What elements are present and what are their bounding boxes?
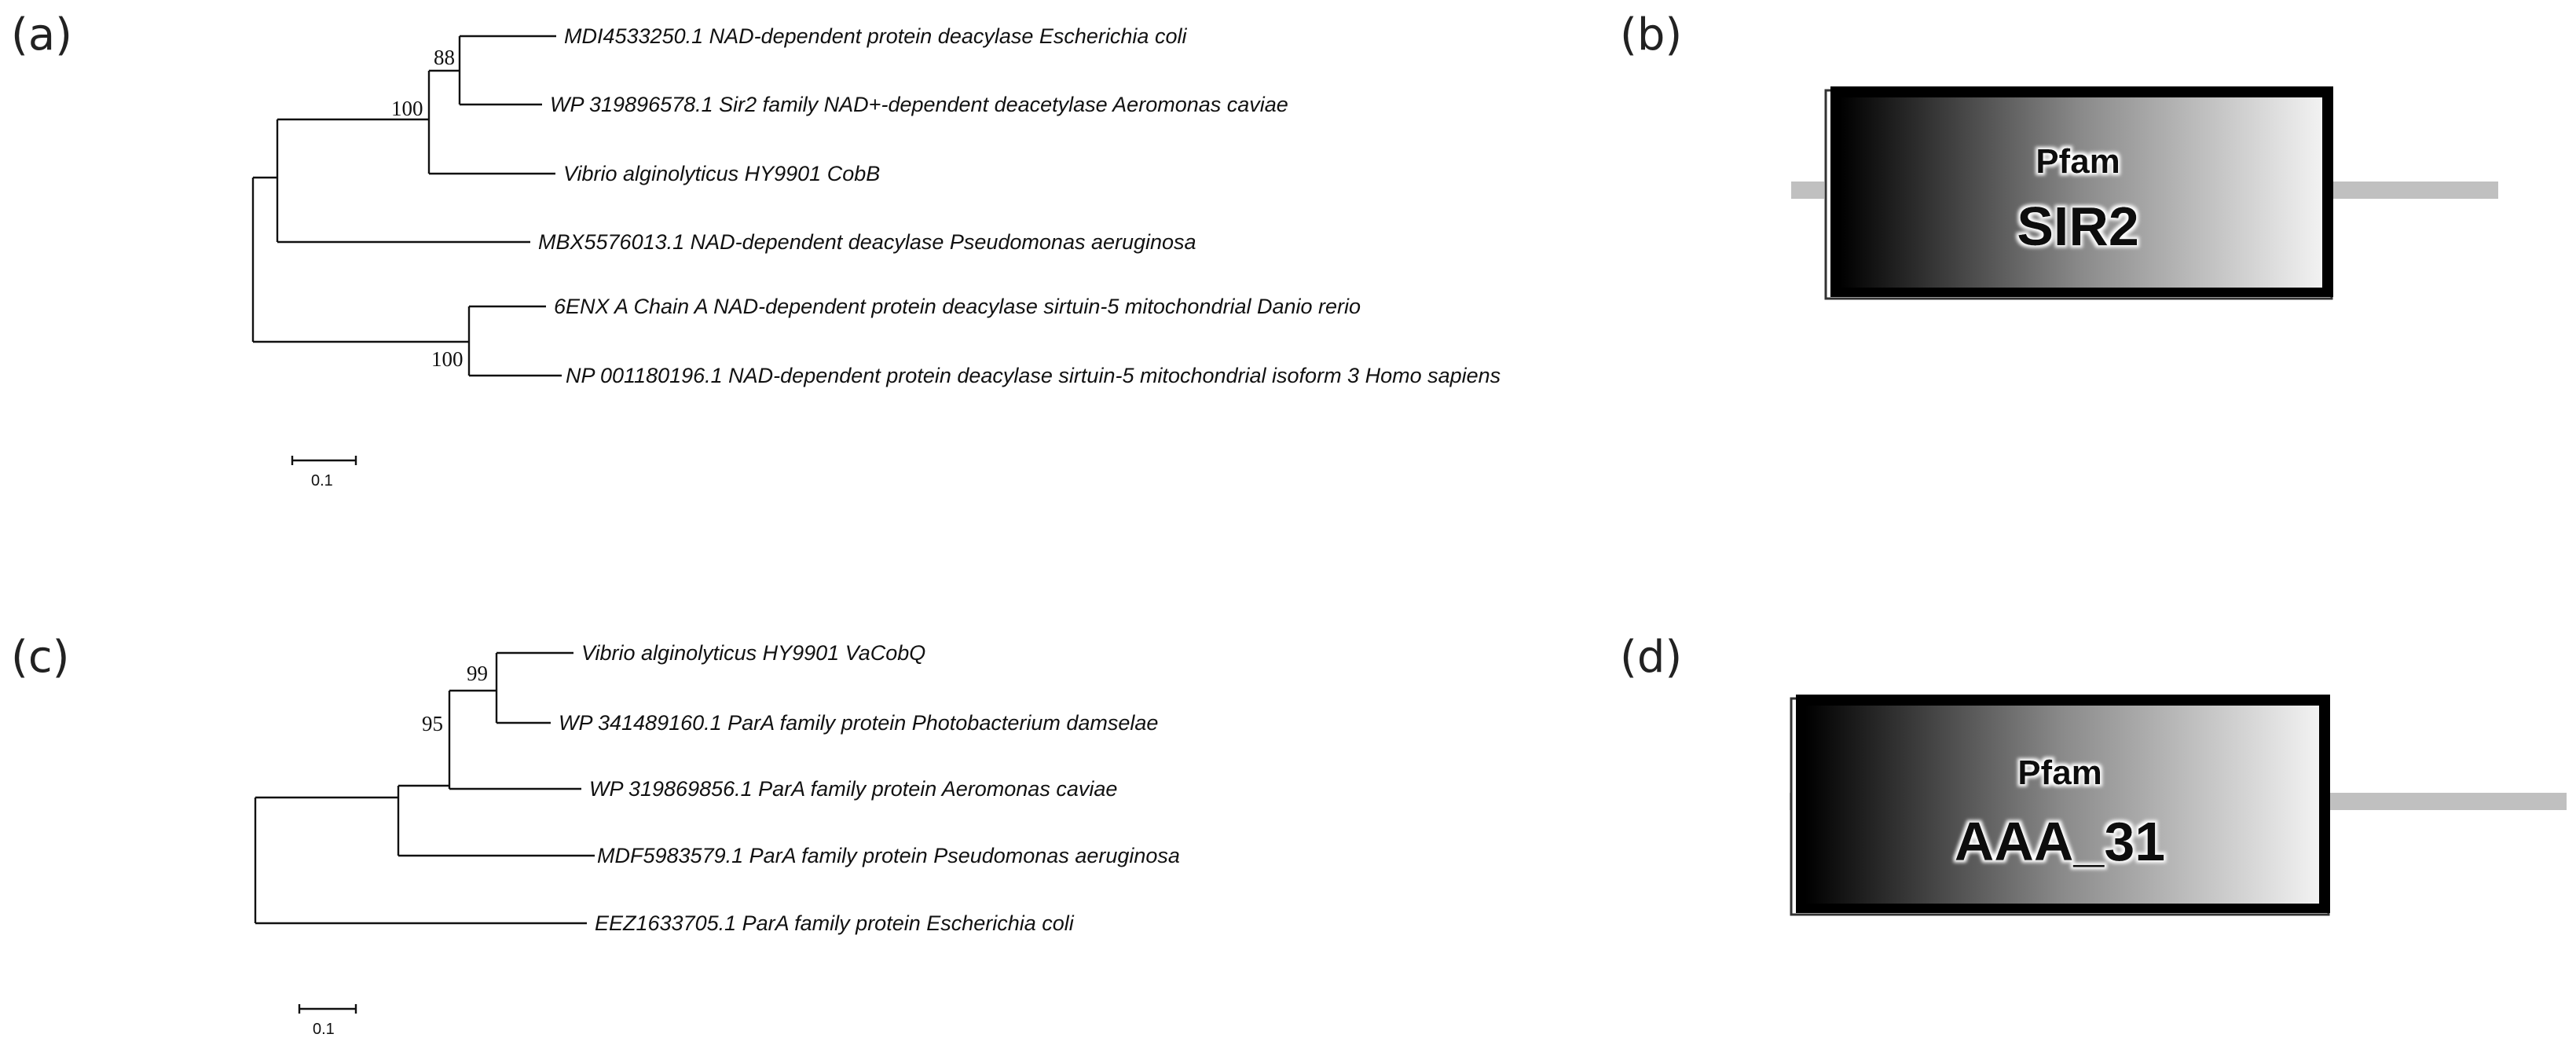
taxon-a-1: MDI4533250.1 NAD-dependent protein deacy… (564, 24, 1187, 48)
tree-c-branches (254, 651, 595, 925)
panel-d: (d) Pfam AAA_31 (1620, 632, 2567, 916)
taxon-c-4: MDF5983579.1 ParA family protein Pseudom… (597, 844, 1180, 867)
bootstrap-a-100-upper: 100 (391, 97, 423, 120)
panel-c-label: (c) (11, 632, 69, 683)
taxon-c-5: EEZ1633705.1 ParA family protein Escheri… (595, 911, 1075, 935)
scale-bar-a: 0.1 (291, 456, 357, 490)
bootstrap-c-95: 95 (422, 712, 443, 735)
pfam-domain-aaa31: Pfam AAA_31 (1790, 695, 2330, 916)
panel-a: (a) 88 100 100 MDI4533250.1 NAD-dependen… (11, 9, 1501, 490)
pfam-domain-sir2: Pfam SIR2 (1824, 86, 2333, 300)
taxon-a-4: MBX5576013.1 NAD-dependent deacylase Pse… (538, 230, 1196, 254)
taxon-c-1: Vibrio alginolyticus HY9901 VaCobQ (581, 641, 925, 665)
bootstrap-c-99: 99 (467, 662, 488, 685)
panel-a-label: (a) (11, 9, 72, 60)
scale-bar-c-label: 0.1 (313, 1021, 335, 1038)
tree-a-branches (251, 35, 562, 377)
bootstrap-a-100-lower: 100 (431, 347, 464, 371)
panel-b-label: (b) (1620, 9, 1682, 60)
taxon-a-2: WP 319896578.1 Sir2 family NAD+-dependen… (550, 93, 1288, 116)
taxon-a-3: Vibrio alginolyticus HY9901 CobB (563, 162, 880, 185)
pfam-d-domain: AAA_31 (1955, 811, 2165, 872)
taxon-a-6: NP 001180196.1 NAD-dependent protein dea… (566, 364, 1501, 387)
panel-b: (b) Pfam SIR2 (1620, 9, 2498, 300)
scale-bar-c: 0.1 (298, 1004, 357, 1038)
panel-d-label: (d) (1620, 632, 1682, 683)
scale-bar-a-label: 0.1 (311, 472, 333, 490)
taxon-c-3: WP 319869856.1 ParA family protein Aerom… (589, 777, 1117, 801)
taxon-c-2: WP 341489160.1 ParA family protein Photo… (559, 711, 1158, 735)
pfam-d-source: Pfam (2017, 754, 2102, 792)
pfam-b-domain: SIR2 (2017, 196, 2139, 257)
pfam-b-source: Pfam (2036, 142, 2120, 181)
taxon-a-5: 6ENX A Chain A NAD-dependent protein dea… (554, 295, 1361, 318)
panel-c: (c) 99 95 Vibrio alginolyticus HY9901 Va… (11, 632, 1180, 1038)
bootstrap-a-88: 88 (434, 46, 455, 69)
